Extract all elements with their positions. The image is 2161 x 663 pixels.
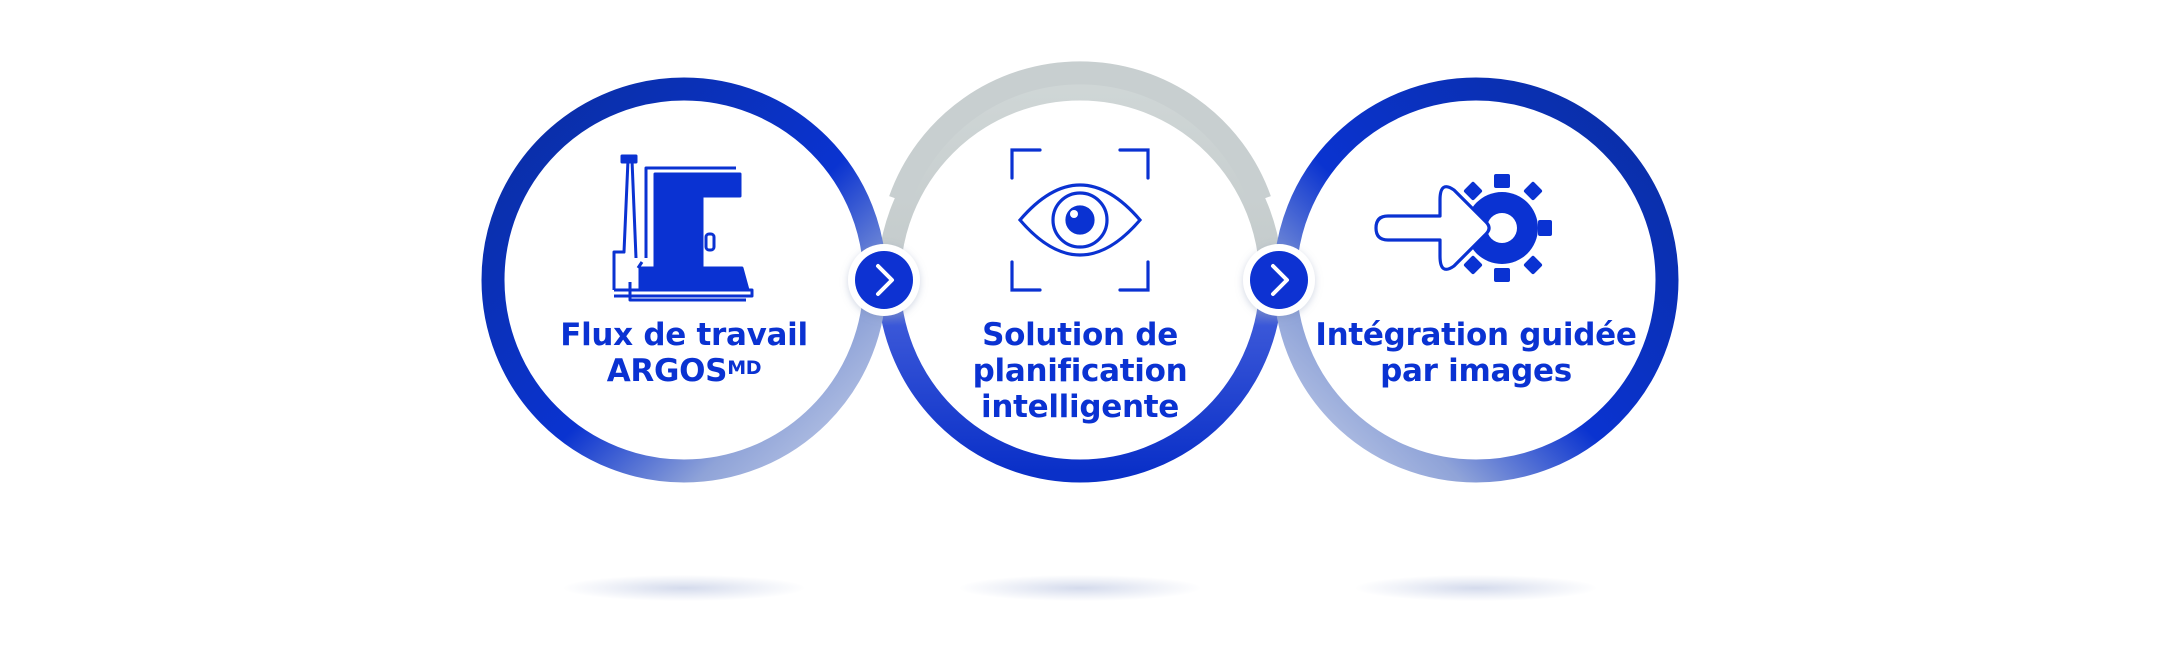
step-2-floor-shadow <box>960 575 1200 601</box>
step-3-line2: par images <box>1380 353 1572 389</box>
step-3-line1: Intégration guidée <box>1315 317 1637 353</box>
connector-1[interactable] <box>848 244 920 316</box>
step-3-floor-shadow <box>1356 575 1596 601</box>
step-3-label: Intégration guidée par images <box>1296 317 1656 389</box>
step-1-trademark: MD <box>727 357 762 379</box>
step-2-line2: planification <box>972 353 1188 389</box>
step-1-line2: ARGOSMD <box>504 353 864 389</box>
step-2-label: Solution de planification intelligente <box>900 317 1260 425</box>
step-1-line1: Flux de travail <box>560 317 808 353</box>
robot-arm-icon <box>612 154 754 302</box>
step-2-line1: Solution de <box>982 317 1178 353</box>
step-1-brand: ARGOS <box>606 353 728 389</box>
chevron-right-icon <box>1271 264 1289 296</box>
chevron-right-icon <box>876 264 894 296</box>
arrow-gear-icon <box>1374 174 1552 282</box>
eye-scan-icon <box>1010 148 1150 292</box>
ring-step-2-top-arc <box>889 61 1271 204</box>
connector-2[interactable] <box>1243 244 1315 316</box>
ring-step-3 <box>1273 77 1679 483</box>
step-2-line3: intelligente <box>981 389 1179 425</box>
step-1-floor-shadow <box>564 575 804 601</box>
step-1-label: Flux de travail ARGOSMD <box>504 317 864 389</box>
